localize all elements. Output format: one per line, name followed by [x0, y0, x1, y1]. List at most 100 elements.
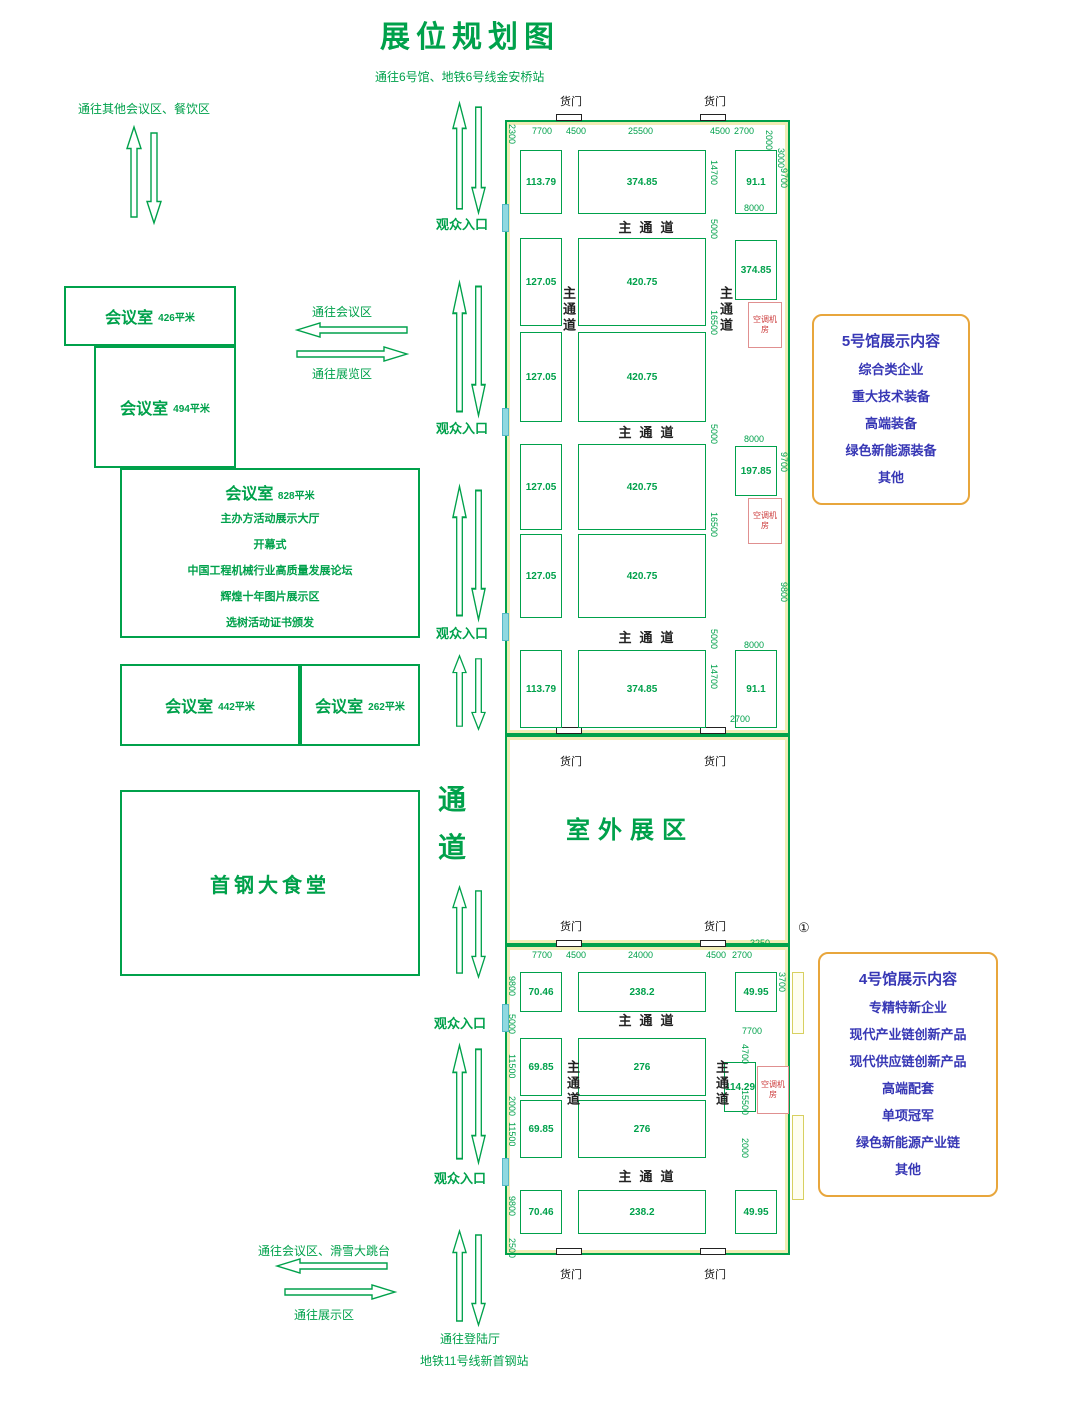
dimension-label: 5000: [709, 424, 719, 445]
corridor-char-2: 道: [438, 832, 467, 863]
down-arrow-icon: [471, 1048, 486, 1166]
booth: 276: [578, 1100, 706, 1158]
room-area: 442平米: [218, 701, 255, 713]
dimension-label: 24000: [628, 950, 654, 960]
dimension-label: 9700: [779, 452, 789, 473]
dimension-label: 25500: [628, 126, 654, 136]
up-arrow-icon: [452, 1228, 467, 1322]
hall4-info-box: 4号馆展示内容 专精特新企业 现代产业链创新产品 现代供应链创新产品 高端配套 …: [818, 952, 998, 1197]
hall5-info-line: 其他: [877, 470, 904, 485]
dimension-label: 16500: [709, 512, 719, 538]
right-arrow-icon: [296, 346, 410, 362]
booth: 91.1: [735, 150, 777, 214]
hall4-info-line: 高端配套: [881, 1081, 934, 1096]
meeting-room-262: 会议室 262平米: [300, 664, 420, 746]
room-activity: 选树活动证书颁发: [226, 617, 314, 629]
down-arrow-icon: [471, 106, 486, 216]
booth: 69.85: [520, 1038, 562, 1096]
hall4-info-line: 单项冠军: [881, 1108, 934, 1123]
booth: 420.75: [578, 444, 706, 530]
hall4-info-line: 绿色新能源产业链: [855, 1135, 960, 1150]
outdoor-zone-label: 室外展区: [566, 817, 694, 844]
booth: 49.95: [735, 1190, 777, 1234]
ac-room-label: 空调机房: [757, 1066, 789, 1114]
dimension-label: 4700: [740, 1044, 750, 1065]
dimension-label: 9800: [507, 1196, 517, 1217]
room-activity: 辉煌十年图片展示区: [220, 591, 320, 603]
room-area: 262平米: [368, 701, 405, 713]
room-activity: 开幕式: [253, 539, 287, 551]
dimension-label: 2000: [764, 130, 774, 151]
dimension-label: 14700: [709, 160, 719, 186]
canteen-label: 首钢大食堂: [210, 874, 330, 897]
entrance-gate-mark: [502, 204, 509, 232]
room-title: 会议室 828平米: [225, 480, 314, 504]
booth: 238.2: [578, 972, 706, 1012]
page-title: 展位规划图: [380, 21, 560, 54]
booth: 127.05: [520, 534, 562, 618]
dimension-label: 3700: [777, 972, 787, 993]
booth: 91.1: [735, 650, 777, 728]
up-arrow-icon: [452, 884, 467, 974]
booth: 374.85: [735, 240, 777, 300]
to-meeting-label: 通往会议区: [312, 305, 373, 319]
left-top-exit-label: 通往其他会议区、餐饮区: [78, 102, 211, 116]
booth: 197.85: [735, 446, 777, 496]
dimension-label: 7700: [532, 950, 553, 960]
booth: 374.85: [578, 150, 706, 214]
cargo-door-label: 货门: [560, 756, 582, 768]
door-mark: [556, 114, 582, 121]
cargo-door-label: 货门: [560, 921, 582, 933]
right-arrow-icon: [284, 1284, 398, 1300]
dimension-label: 5000: [709, 629, 719, 650]
meeting-room-828: 会议室 828平米 主办方活动展示大厅 开幕式 中国工程机械行业高质量发展论坛 …: [120, 468, 420, 638]
visitor-entrance-label: 观众入口: [434, 1016, 487, 1031]
hall5-info-box: 5号馆展示内容 综合类企业 重大技术装备 高端装备 绿色新能源装备 其他: [812, 314, 970, 505]
up-arrow-icon: [452, 654, 467, 727]
room-name: 会议室: [105, 310, 154, 327]
top-exit-label: 通往6号馆、地铁6号线金安桥站: [375, 70, 545, 84]
dimension-label: 9800: [779, 582, 789, 603]
visitor-entrance-label: 观众入口: [434, 1171, 487, 1186]
dimension-label: 11500: [507, 1122, 517, 1147]
room-area: 494平米: [173, 403, 210, 415]
hall4-outline: [505, 945, 790, 1255]
ac-room-label: 空调机房: [748, 498, 782, 544]
booth: 420.75: [578, 238, 706, 326]
main-aisle-label-vertical: 主通道: [565, 1060, 580, 1108]
dimension-label: 8000: [744, 434, 765, 444]
dimension-label: 2000: [740, 1138, 750, 1159]
meeting-room-494: 会议室 494平米: [94, 346, 236, 468]
hall4-info-line: 现代供应链创新产品: [849, 1054, 967, 1069]
dimension-label: 2300: [507, 124, 517, 145]
axis-circle-mark: ①: [798, 920, 810, 935]
visitor-entrance-label: 观众入口: [436, 217, 489, 232]
dimension-label: 4500: [566, 950, 587, 960]
hall4-info-line: 其他: [894, 1162, 921, 1177]
dimension-label: 4500: [710, 126, 731, 136]
cargo-door-label: 货门: [560, 96, 582, 108]
dimension-label: 7700: [742, 1026, 763, 1036]
room-name: 会议室: [120, 401, 169, 418]
to-exhibit-label: 通往展览区: [312, 367, 373, 381]
room-name: 会议室: [225, 486, 274, 503]
up-arrow-icon: [452, 279, 467, 413]
booth: 127.05: [520, 444, 562, 530]
hall5-info-line: 重大技术装备: [851, 389, 930, 404]
bottom-left-exit-label: 通往会议区、滑雪大跳台: [258, 1244, 391, 1258]
dimension-label: 9800: [507, 976, 517, 997]
dimension-label: 2700: [730, 714, 751, 724]
main-aisle-label: 主通道: [618, 1013, 682, 1028]
down-arrow-icon: [471, 285, 486, 419]
booth: 420.75: [578, 332, 706, 422]
left-arrow-icon: [294, 322, 408, 338]
door-mark: [556, 1248, 582, 1255]
meeting-room-442: 会议室 442平米: [120, 664, 300, 746]
booth: 420.75: [578, 534, 706, 618]
booth: 70.46: [520, 972, 562, 1012]
hall4-info-line: 现代产业链创新产品: [849, 1027, 967, 1042]
booth: 374.85: [578, 650, 706, 728]
main-aisle-label: 主通道: [618, 1169, 682, 1184]
ramp-mark: [792, 972, 804, 1034]
